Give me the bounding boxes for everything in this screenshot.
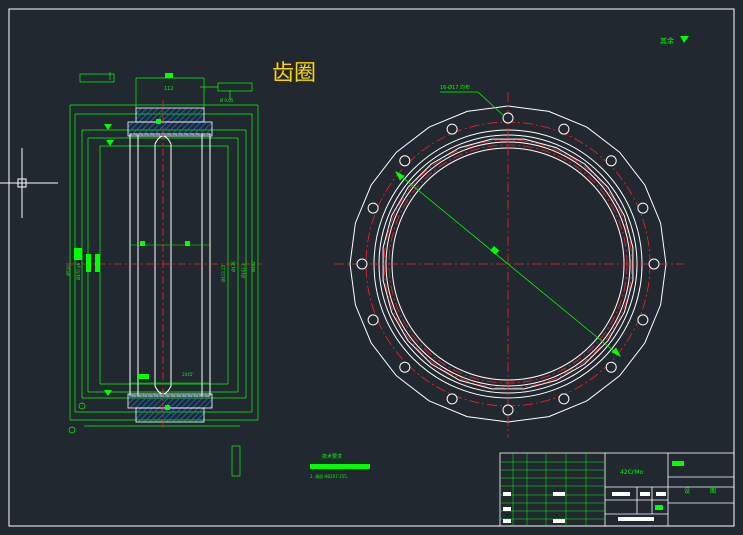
bolt-hole [558, 123, 570, 135]
bolt-hole [367, 202, 379, 214]
bolt-hole [648, 258, 660, 270]
bolt-hole [356, 258, 368, 270]
bolt-hole [605, 361, 617, 373]
svg-text:Ø442.3: Ø442.3 [241, 263, 246, 278]
bolt-hole [558, 393, 570, 405]
tech-req-title: 技术要求 [322, 453, 342, 460]
section-view: 112 Ø 0.05 [66, 72, 262, 477]
ring-outer-edge [382, 138, 634, 390]
bolt-hole [502, 404, 514, 416]
svg-text:Ø 0.05: Ø 0.05 [220, 98, 234, 103]
bolt-hole [637, 314, 649, 326]
svg-text:Ø413.15: Ø413.15 [221, 264, 226, 282]
roughness-other-label: 其余 [660, 36, 674, 45]
company-label-b: 图 [710, 488, 716, 495]
svg-text:2X45°: 2X45° [182, 372, 194, 377]
bolt-hole [605, 155, 617, 167]
svg-text:Ø462: Ø462 [251, 261, 256, 272]
section-hatch-bottom [127, 393, 213, 423]
drawing-border [8, 8, 735, 527]
bolt-hole [446, 123, 458, 135]
bolt-hole [399, 361, 411, 373]
svg-text:Ø436: Ø436 [231, 261, 236, 272]
svg-text:112: 112 [164, 86, 174, 92]
bolt-hole [502, 112, 514, 124]
svg-text:Ø510: Ø510 [66, 265, 71, 276]
bolt-hole [399, 155, 411, 167]
svg-text:Ø470 g6: Ø470 g6 [76, 262, 81, 280]
ring-outer-edge [349, 105, 667, 423]
company-label-a: 设 [684, 487, 690, 495]
roughness-other-mark: 其余 [660, 36, 689, 45]
title-block: 42CrMo 设 图 [499, 452, 735, 527]
front-view: 16-Ø17 均布 [334, 84, 684, 438]
bolt-hole [637, 202, 649, 214]
drawing-title: 齿圈 [272, 61, 316, 86]
tech-requirements: 技术要求 1. 调质 HB207-255. [310, 453, 370, 479]
hole-callout: 16-Ø17 均布 [440, 84, 470, 91]
material-label: 42CrMo [620, 469, 643, 476]
tech-req-note: 1. 调质 HB207-255. [310, 473, 348, 479]
section-hatch-top [127, 107, 213, 137]
crosshair-cursor-icon [0, 148, 58, 218]
bolt-hole [367, 314, 379, 326]
bolt-hole [446, 393, 458, 405]
